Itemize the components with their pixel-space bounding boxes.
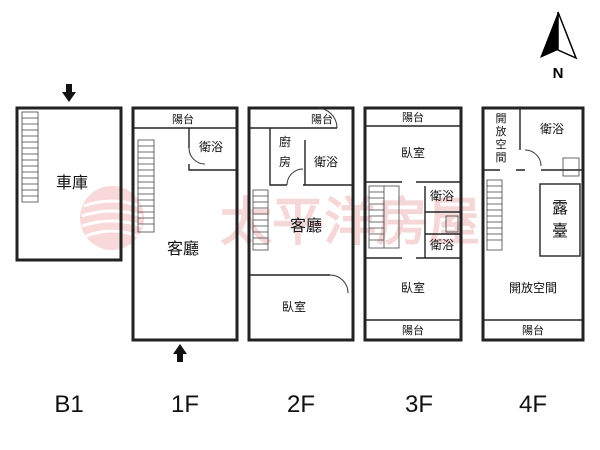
room-living: 客廳	[290, 216, 322, 235]
room-open-1: 開	[496, 112, 507, 125]
watermark-logo-icon	[80, 186, 144, 250]
room-terrace-1: 露	[552, 198, 568, 217]
room-bedroom: 臥室	[282, 299, 306, 314]
room-living: 客廳	[167, 239, 199, 258]
floor-label-1f: 1F	[171, 391, 199, 418]
room-bathroom-2: 衛浴	[430, 238, 454, 252]
b1-outline	[15, 106, 123, 262]
b1-stairs	[21, 111, 39, 203]
north-arrow-icon: N	[540, 11, 578, 82]
4f-outline	[481, 106, 585, 342]
floor-b1: 車庫	[15, 84, 123, 262]
3f-stairs	[368, 185, 400, 249]
room-open-3: 空	[496, 137, 507, 151]
entrance-arrow-icon	[62, 84, 76, 102]
3f-outline	[363, 106, 463, 342]
room-bathroom: 衛浴	[540, 122, 564, 136]
room-terrace-2: 臺	[552, 221, 568, 240]
floor-4f: 開 放 空 間 衛浴 露 臺 開放空間 陽台	[481, 106, 585, 342]
1f-outline	[131, 106, 239, 342]
room-open-4: 間	[496, 151, 507, 164]
room-balcony-bottom: 陽台	[402, 323, 424, 337]
room-bedroom-bottom: 臥室	[401, 280, 425, 295]
room-kitchen-2: 房	[279, 154, 291, 169]
floor-2f: 陽台 廚 房 衛浴 客廳 臥室	[247, 106, 355, 342]
floor-3f: 陽台 臥室 衛浴 衛浴 臥室 陽台	[363, 106, 463, 342]
4f-stairs	[486, 179, 503, 251]
room-open-space: 開放空間	[509, 280, 557, 295]
1f-stairs	[137, 139, 155, 233]
entrance-arrow-icon	[173, 344, 187, 362]
terrace-area	[539, 183, 581, 257]
2f-outline	[247, 106, 355, 342]
floor-label-4f: 4F	[519, 391, 547, 418]
room-open-2: 放	[496, 124, 507, 138]
room-bathroom-1: 衛浴	[430, 189, 454, 203]
room-balcony: 陽台	[311, 112, 333, 126]
room-balcony-top: 陽台	[402, 110, 424, 124]
room-bedroom-top: 臥室	[401, 145, 425, 160]
floor-label-3f: 3F	[405, 391, 433, 418]
room-bathroom: 衛浴	[314, 155, 338, 169]
floor-1f: 陽台 衛浴 客廳	[131, 106, 239, 362]
room-balcony: 陽台	[522, 323, 544, 337]
room-garage: 車庫	[56, 173, 88, 192]
compass-label: N	[553, 65, 564, 82]
room-balcony: 陽台	[172, 112, 194, 126]
floor-label-2f: 2F	[287, 391, 315, 418]
room-kitchen-1: 廚	[279, 134, 291, 149]
2f-stairs	[252, 189, 269, 251]
room-bathroom: 衛浴	[199, 140, 223, 154]
watermark: 太平洋房屋	[80, 186, 480, 253]
floor-label-b1: B1	[54, 391, 83, 418]
